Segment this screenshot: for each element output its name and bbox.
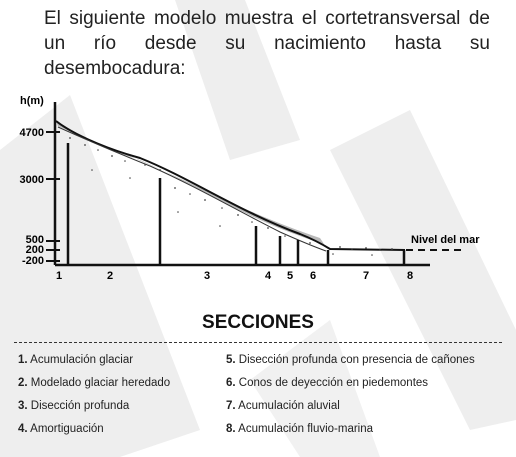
legend-item-2: 2. Modelado glaciar heredado [18, 377, 170, 389]
sections-title: SECCIONES [202, 312, 314, 333]
legend-item-text: Acumulación glaciar [30, 354, 134, 366]
section-number-2: 2 [107, 270, 113, 282]
sediment-layer [56, 121, 324, 244]
tick-label-200: 200 [26, 244, 44, 256]
section-number-4: 4 [265, 270, 272, 282]
legend-item-number: 6. [226, 377, 236, 389]
legend-item-3: 3. Disección profunda [18, 400, 129, 412]
section-number-5: 5 [287, 270, 293, 282]
valley-floor-line [57, 126, 327, 252]
tick-label-4700: 4700 [20, 127, 44, 139]
legend-item-text: Amortiguación [30, 423, 104, 435]
section-number-7: 7 [363, 270, 369, 282]
legend-item-1: 1. Acumulación glaciar [18, 354, 133, 366]
legend-item-6: 6. Conos de deyección en piedemontes [226, 377, 428, 389]
legend-item-number: 7. [226, 400, 236, 412]
legend-item-text: Conos de deyección en piedemontes [238, 377, 429, 389]
legend-item-5: 5. Disección profunda con presencia de c… [226, 354, 475, 366]
section-number-1: 1 [56, 270, 62, 282]
legend-item-number: 2. [18, 377, 28, 389]
legend-item-text: Acumulación fluvio-marina [238, 423, 374, 435]
legend-item-number: 8. [226, 423, 236, 435]
legend-item-number: 5. [226, 354, 236, 366]
legend-item-text: Disección profunda con presencia de caño… [238, 354, 475, 366]
legend-item-text: Disección profunda [30, 400, 130, 412]
legend-item-text: Modelado glaciar heredado [30, 377, 171, 389]
legend-item-number: 4. [18, 423, 28, 435]
dashed-divider [14, 342, 502, 343]
legend-item-number: 3. [18, 400, 28, 412]
intro-paragraph: El siguiente modelo muestra el cortetran… [44, 8, 490, 79]
section-number-6: 6 [310, 270, 316, 282]
river-profile-diagram: h(m) 4700 3000 500 200 -200 Nivel d [20, 95, 481, 282]
section-number-8: 8 [407, 270, 413, 282]
river-profile-line [55, 120, 406, 251]
section-dividers [66, 143, 406, 265]
sea-level-label: Nivel del mar [411, 234, 480, 246]
legend-item-7: 7. Acumulación aluvial [226, 400, 340, 412]
legend-item-8: 8. Acumulación fluvio-marina [226, 423, 373, 435]
legend-item-number: 1. [18, 354, 28, 366]
legend-item-4: 4. Amortiguación [18, 423, 104, 435]
legend-item-text: Acumulación aluvial [238, 400, 340, 412]
tick-label-minus200: -200 [22, 255, 44, 267]
y-axis-label: h(m) [20, 95, 44, 107]
section-number-3: 3 [204, 270, 210, 282]
tick-label-3000: 3000 [20, 174, 44, 186]
tick-label-500: 500 [26, 234, 44, 246]
sediment-dots [69, 137, 393, 256]
